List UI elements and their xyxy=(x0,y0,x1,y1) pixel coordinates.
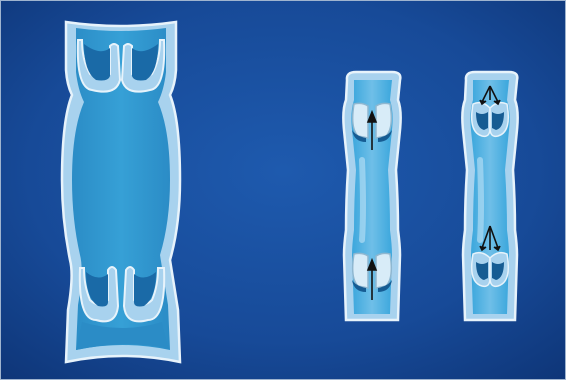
vein-valves-closed xyxy=(462,72,517,320)
closed-vein-highlight xyxy=(480,160,481,240)
open-vein-highlight xyxy=(362,160,363,240)
large-vein-section xyxy=(62,22,180,362)
open-lower-valve-right xyxy=(376,253,391,288)
open-upper-valve-right xyxy=(376,103,391,138)
vein-valves-open xyxy=(343,72,400,320)
open-lower-valve-left xyxy=(353,253,368,288)
open-upper-valve-left xyxy=(353,103,368,138)
